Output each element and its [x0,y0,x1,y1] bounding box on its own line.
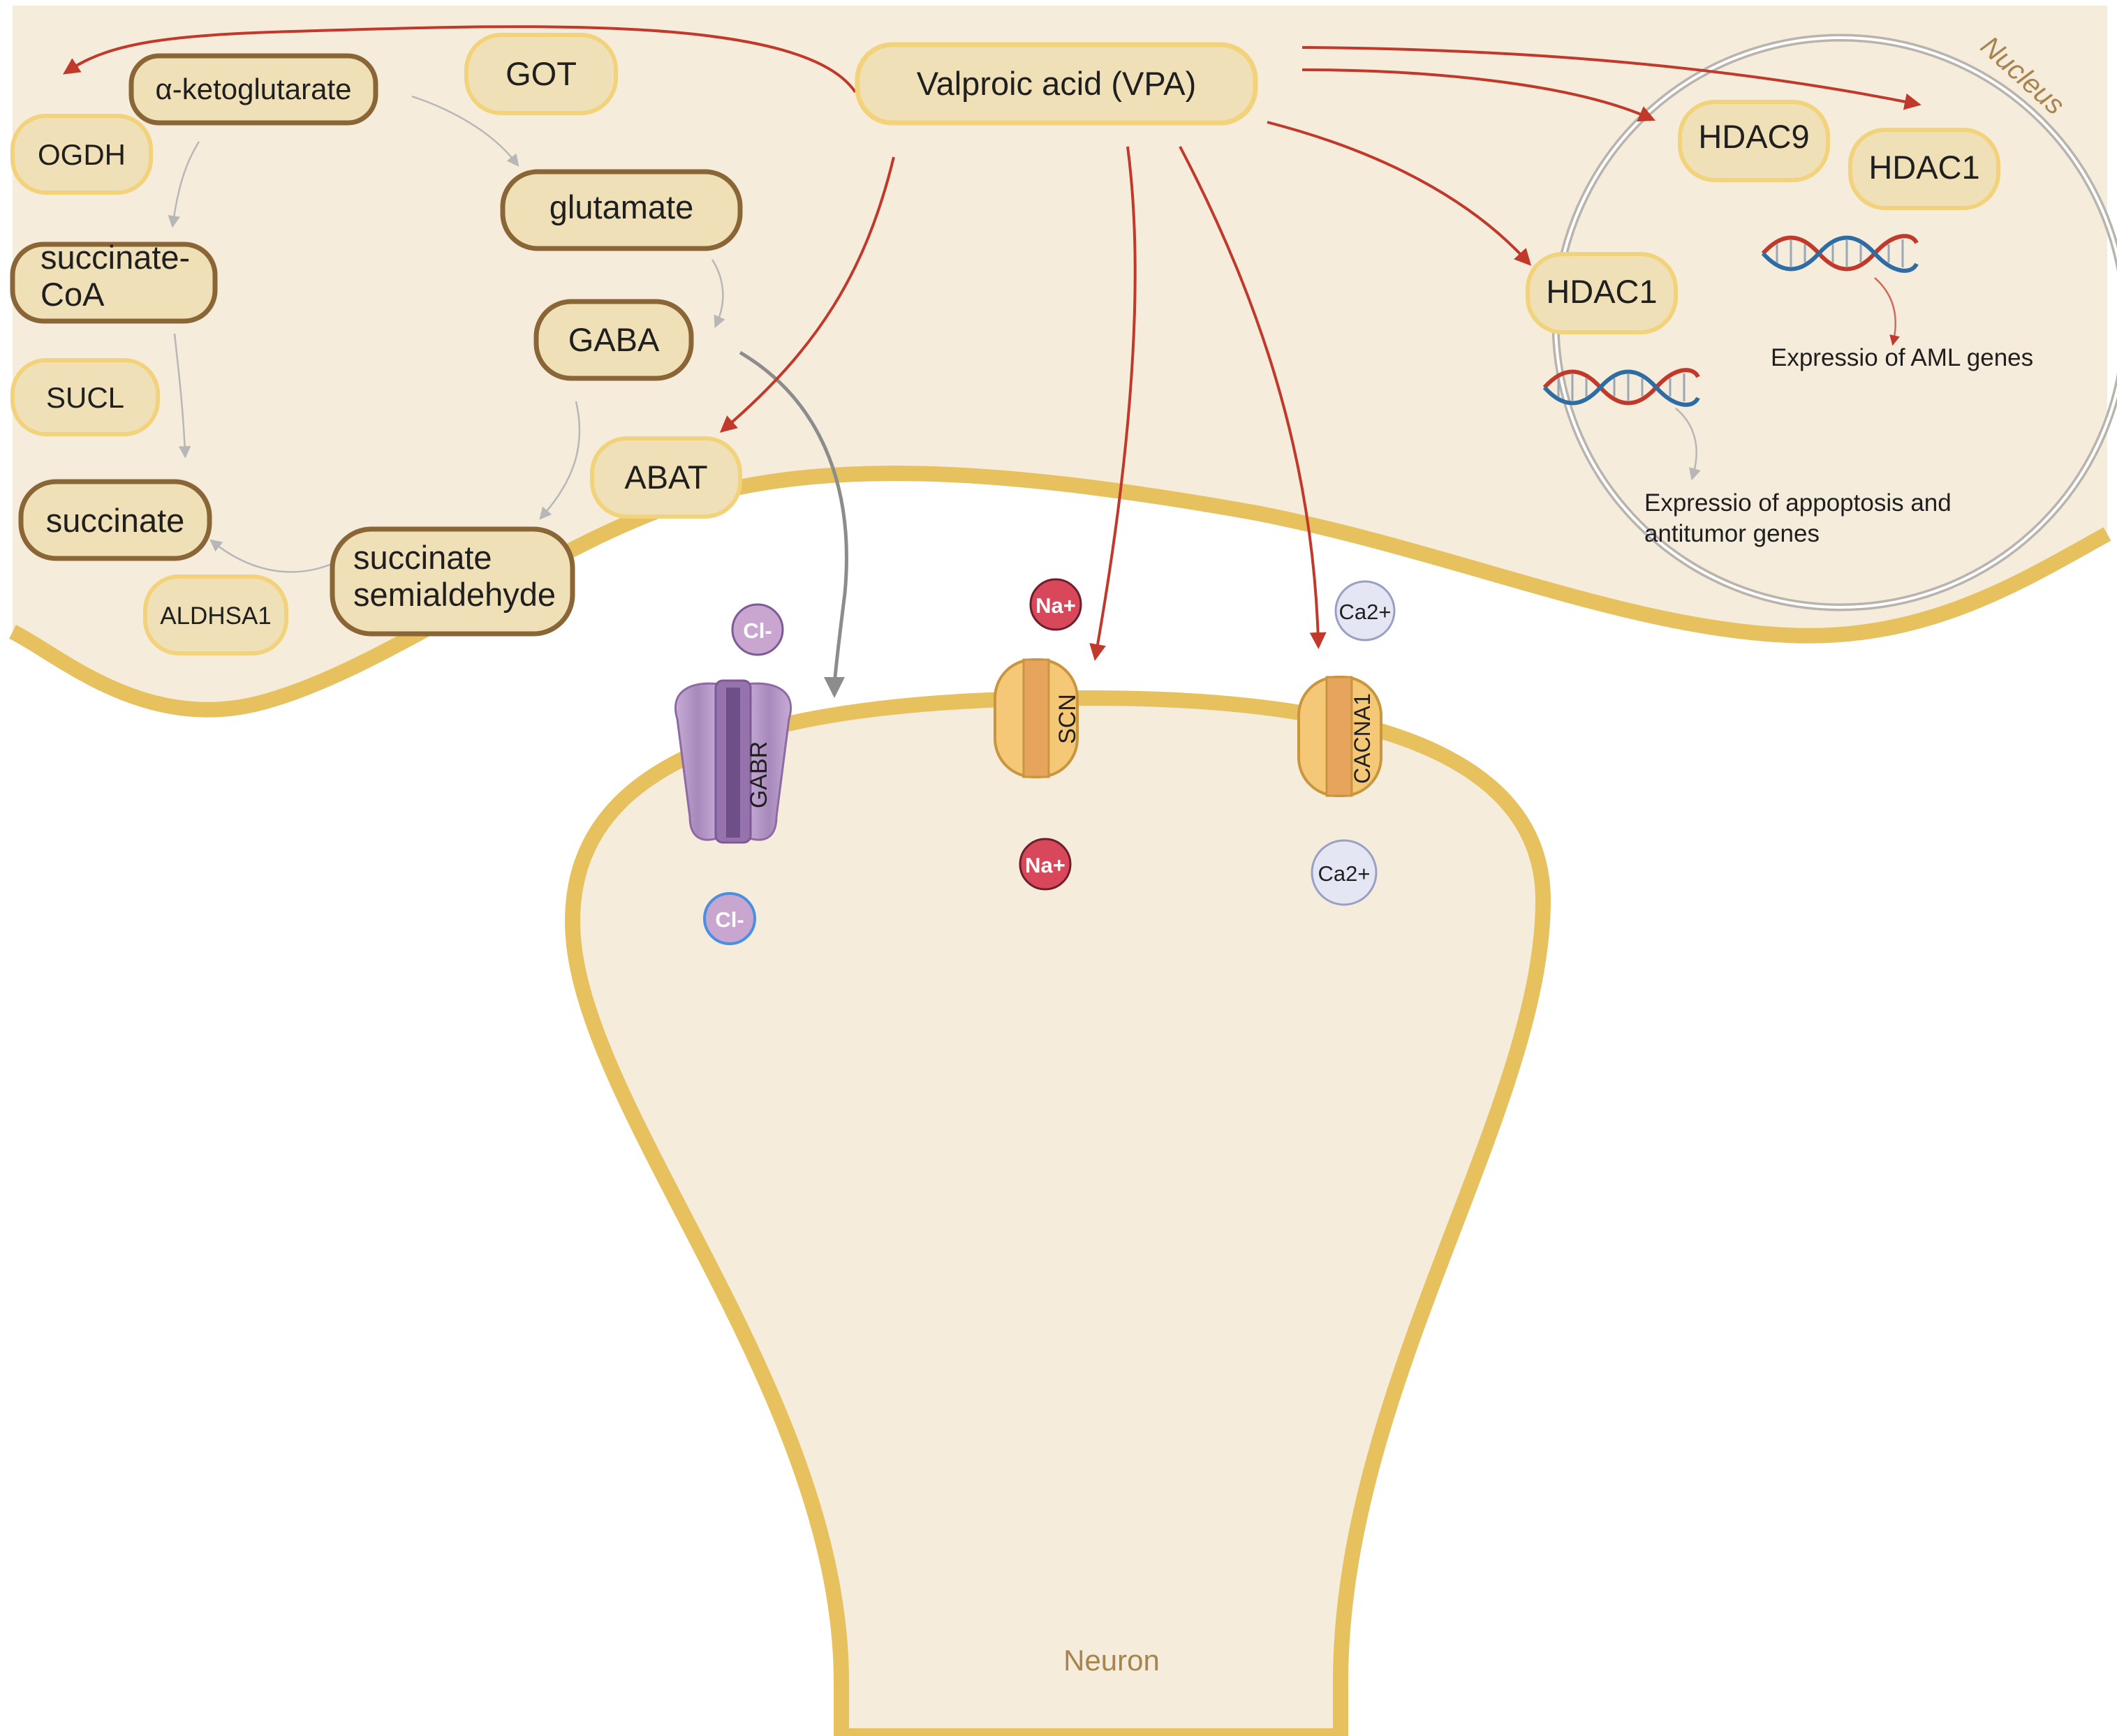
arrow-vpa-to-scn [1089,146,1137,661]
ca-ion-inside: Ca2+ [1311,839,1378,906]
arrow-vpa-to-hdac1-cytoplasm [1267,121,1532,266]
cacna1-label: CACNA1 [1350,693,1375,784]
arrow-akg-to-glutamate [411,95,519,167]
aldhsa1-label: ALDHSA1 [160,602,272,630]
arrow-dna-to-aml-expression [1874,277,1900,346]
abat-label: ABAT [624,459,707,496]
enzyme-aldhsa1: ALDHSA1 [143,574,288,655]
arrow-vpa-to-hdac1-nucleus [1301,46,1921,110]
hdac1-cytoplasm-label: HDAC1 [1546,273,1657,310]
arrow-ssa-to-succinate [209,539,332,573]
arrow-gaba-to-ssa [539,401,581,520]
metabolite-succinate-semialdehyde: succinate semialdehyde [330,526,575,637]
ogdh-label: OGDH [38,138,126,171]
enzyme-ogdh: OGDH [10,114,153,195]
na-ion-inside-label: Na+ [1025,853,1065,877]
arrow-vpa-to-cacna1 [1179,146,1327,649]
metabolite-succinate: succinate [18,479,212,561]
vpa-label: Valproic acid (VPA) [917,65,1197,102]
postsynaptic-neuron [564,690,1551,1736]
cl-ion-inside: Cl- [703,892,756,945]
enzyme-got: GOT [464,33,618,115]
got-label: GOT [506,55,577,92]
cl-ion-inside-label: Cl- [715,907,744,932]
enzyme-hdac1-cytoplasm: HDAC1 [1526,252,1678,334]
cacna1-channel: CACNA1 [1297,676,1382,797]
na-ion-outside: Na+ [1029,578,1082,631]
ca-ion-outside: Ca2+ [1334,580,1396,641]
succinyl-coa-label-line2: CoA [40,276,105,313]
alpha-ketoglutarate-label: α-ketoglutarate [155,73,351,105]
ssa-label-line1: succinate [353,539,492,576]
apoptosis-expression-label-line1: Expressio of appoptosis and [1644,489,1952,517]
apoptosis-expression-label-line2: antitumor genes [1644,520,1820,547]
na-ion-inside: Na+ [1019,838,1072,891]
arrow-vpa-to-ogdh [63,25,857,94]
ca-ion-outside-label: Ca2+ [1339,600,1392,624]
neuron-label: Neuron [1063,1644,1160,1677]
succinate-label: succinate [46,502,185,539]
succinyl-coa-label-line1: succinate- [40,239,190,276]
hdac1-nucleus-label: HDAC1 [1868,149,1979,186]
gabr-channel: GABR [674,679,792,844]
na-ion-outside-label: Na+ [1035,593,1076,618]
aml-expression-label: Expressio of AML genes [1771,344,2033,371]
ca-ion-inside-label: Ca2+ [1318,861,1371,886]
arrow-vpa-to-abat [719,156,895,433]
presynaptic-membrane [9,466,2111,718]
arrow-vpa-to-hdac9 [1301,68,1656,122]
cl-ion-outside: Cl- [731,603,784,656]
vpa-node: Valproic acid (VPA) [855,42,1258,126]
metabolite-glutamate: glutamate [500,169,743,251]
glutamate-label: glutamate [549,188,693,225]
dna-helix-icon-aml [1761,234,1919,273]
enzyme-sucl: SUCL [10,358,160,436]
dna-helix-icon-apoptosis [1542,368,1700,407]
sucl-label: SUCL [46,381,124,414]
gabr-label: GABR [746,741,772,808]
arrow-gaba-release [739,350,848,698]
hdac9-label: HDAC9 [1698,118,1809,155]
enzyme-abat: ABAT [590,436,742,519]
enzyme-hdac9: HDAC9 [1678,100,1830,182]
metabolite-gaba: GABA [533,299,694,381]
scn-label: SCN [1054,694,1081,744]
gaba-label: GABA [568,321,660,358]
cl-ion-outside-label: Cl- [743,618,772,643]
arrow-succinyl-coa-to-succinate [173,333,191,459]
arrow-akg-to-succinyl-coa [168,141,200,228]
metabolite-succinyl-coa: succinate- CoA [10,239,218,324]
arrow-glutamate-to-gaba [711,259,725,329]
arrow-dna-to-apoptosis-expression [1675,408,1701,481]
metabolite-alpha-ketoglutarate: α-ketoglutarate [128,53,378,126]
ssa-label-line2: semialdehyde [353,576,556,613]
scn-channel: SCN [994,658,1081,778]
enzyme-hdac1-nucleus: HDAC1 [1848,128,2000,210]
